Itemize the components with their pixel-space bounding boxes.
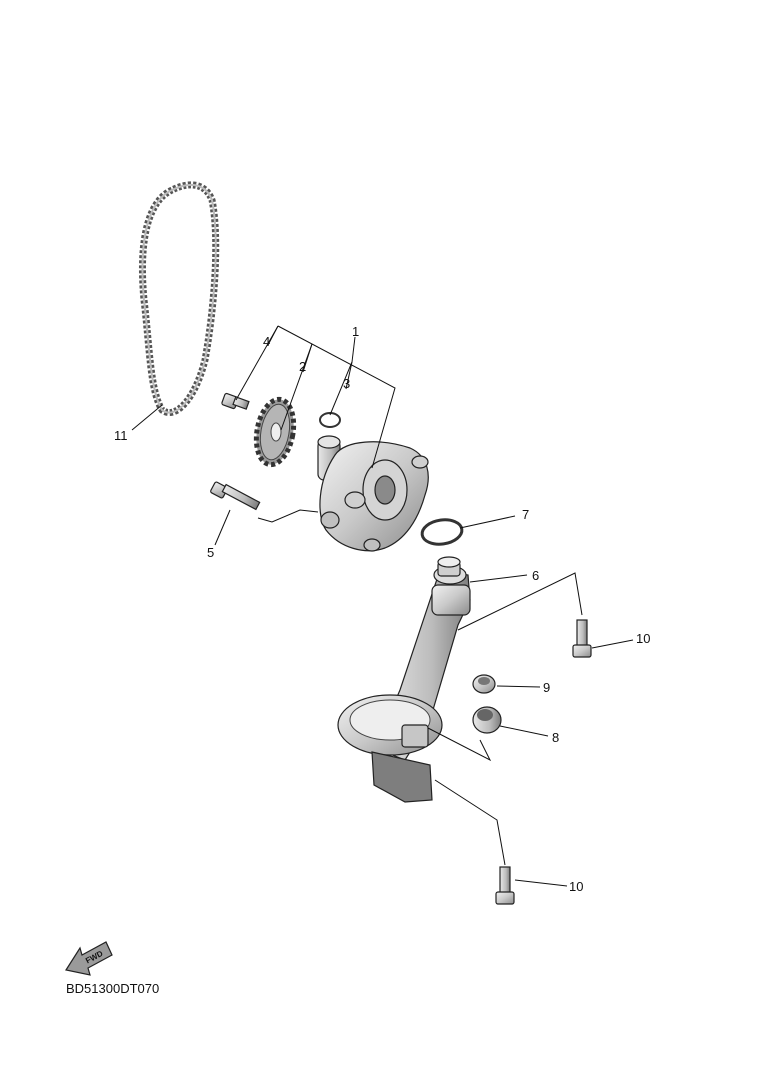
callout-10-upper: 10 xyxy=(636,631,650,646)
callout-11: 11 xyxy=(114,428,128,443)
diagram-code: BD51300DT070 xyxy=(66,981,160,996)
callout-8: 8 xyxy=(552,730,559,745)
fwd-arrow-icon: FWD xyxy=(65,941,113,976)
timing-chain xyxy=(138,181,220,416)
callout-1: 1 xyxy=(352,324,359,339)
long-bolt xyxy=(210,481,261,511)
callouts: 1 4 2 3 11 5 7 6 10 9 8 10 xyxy=(114,324,650,894)
callout-4: 4 xyxy=(263,334,270,349)
oil-pump-assembly xyxy=(317,435,429,552)
callout-5: 5 xyxy=(207,545,214,560)
callout-10-lower: 10 xyxy=(569,879,583,894)
collar xyxy=(472,674,496,694)
oil-pump-sprocket xyxy=(253,396,297,468)
callout-9: 9 xyxy=(543,680,550,695)
strainer-bolt-upper xyxy=(572,619,592,658)
sprocket-bolt xyxy=(221,392,250,410)
callout-7: 7 xyxy=(522,507,529,522)
callout-2: 2 xyxy=(299,359,306,374)
damper xyxy=(472,706,502,734)
callout-6: 6 xyxy=(532,568,539,583)
circlip xyxy=(319,412,341,428)
leader-lines xyxy=(131,325,634,887)
oil-strainer xyxy=(337,556,471,803)
strainer-bolt-lower xyxy=(495,866,515,905)
callout-3: 3 xyxy=(343,376,350,391)
o-ring xyxy=(420,518,464,546)
